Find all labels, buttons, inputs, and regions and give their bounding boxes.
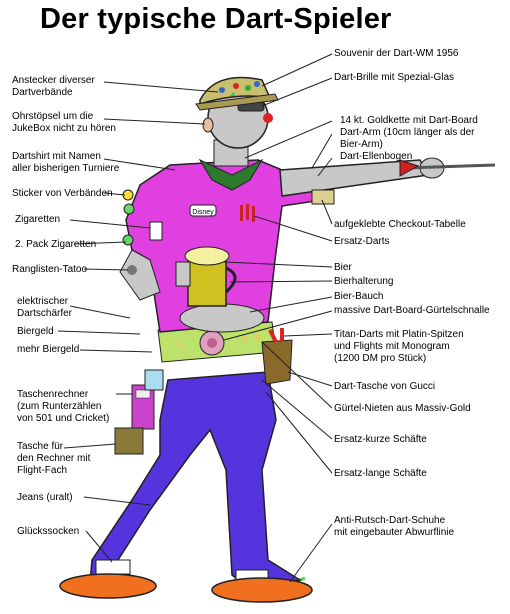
label-belt-studs: Gürtel-Nieten aus Massiv-Gold bbox=[334, 403, 471, 414]
label-checkout-table: aufgeklebte Checkout-Tabelle bbox=[334, 219, 466, 230]
label-long-shafts: Ersatz-lange Schäfte bbox=[334, 468, 427, 479]
label-beer-belly: Bier-Bauch bbox=[334, 291, 384, 302]
label-glasses: Dart-Brille mit Spezial-Glas bbox=[334, 72, 455, 83]
beer-arm bbox=[119, 249, 161, 301]
shirt-collar bbox=[198, 158, 264, 191]
label-souvenir: Souvenir der Dart-WM 1956 bbox=[334, 48, 459, 59]
cigarettes bbox=[149, 221, 163, 241]
spare-darts bbox=[240, 205, 243, 221]
dart bbox=[404, 163, 496, 170]
beer-belly bbox=[179, 303, 265, 333]
label-beer-holder: Bierhalterung bbox=[334, 276, 394, 287]
tattoo bbox=[127, 265, 137, 275]
label-second-pack: 2. Pack Zigaretten bbox=[15, 239, 97, 250]
left-leader-lines bbox=[57, 81, 219, 563]
checkout-table bbox=[311, 189, 335, 205]
label-cigarettes: Zigaretten bbox=[15, 214, 61, 225]
label-belt-buckle: massive Dart-Board-Gürtelschnalle bbox=[334, 305, 490, 316]
calculator-pouch bbox=[114, 427, 144, 455]
svg-text:Disney: Disney bbox=[192, 209, 214, 216]
label-jeans: Jeans (uralt) bbox=[17, 492, 73, 503]
earplug bbox=[202, 117, 214, 133]
label-beer-money: Biergeld bbox=[17, 326, 54, 337]
lucky-socks bbox=[95, 559, 131, 575]
shirt-badge bbox=[189, 204, 217, 217]
label-beer: Bier bbox=[334, 262, 352, 273]
label-more-beer-money: mehr Biergeld bbox=[17, 344, 80, 355]
shoe-right bbox=[211, 577, 313, 603]
label-stickers: Sticker von Verbänden bbox=[12, 188, 113, 199]
label-short-shafts: Ersatz-kurze Schäfte bbox=[334, 434, 427, 445]
beer-mug bbox=[187, 257, 227, 307]
label-gucci-pouch: Dart-Tasche von Gucci bbox=[334, 381, 436, 392]
jeans bbox=[89, 371, 302, 591]
right-leader-lines bbox=[223, 53, 333, 583]
label-tattoo: Ranglisten-Tatoo bbox=[12, 264, 88, 275]
page-title: Der typische Dart-Spieler bbox=[40, 3, 392, 35]
label-socks: Glückssocken bbox=[17, 526, 80, 537]
label-spare-darts: Ersatz-Darts bbox=[334, 236, 390, 247]
shoe-left bbox=[59, 573, 157, 599]
pin-icon bbox=[219, 87, 225, 93]
